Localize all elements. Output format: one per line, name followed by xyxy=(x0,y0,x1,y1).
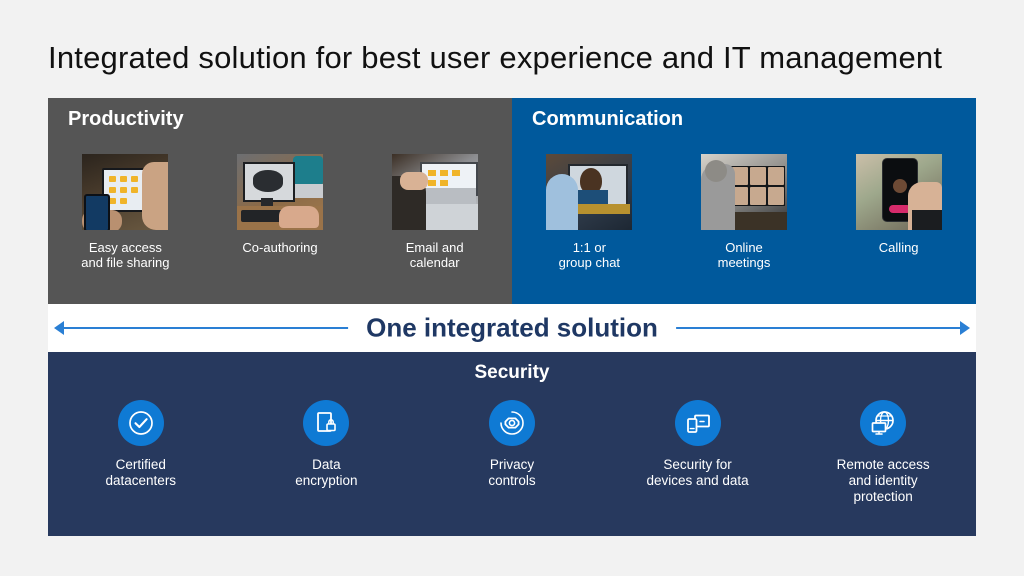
integration-label: One integrated solution xyxy=(348,312,676,344)
security-item-label: Security for devices and data xyxy=(646,457,749,488)
productivity-item-easy-access[interactable]: Easy access and file sharing xyxy=(48,154,203,270)
globe-monitor-icon xyxy=(860,400,907,446)
communication-heading: Communication xyxy=(532,108,684,130)
online-meeting-grid-photo xyxy=(701,154,787,230)
productivity-panel: Productivity Easy access and file sharin… xyxy=(48,98,512,304)
security-item-certified-datacenters[interactable]: Certified datacenters xyxy=(48,400,234,505)
productivity-items: Easy access and file sharing Co-authorin… xyxy=(48,154,512,270)
productivity-item-label: Email and calendar xyxy=(405,240,464,270)
phone-call-photo xyxy=(855,154,942,230)
security-item-label: Data encryption xyxy=(295,457,358,488)
productivity-heading: Productivity xyxy=(68,108,184,130)
tablet-and-phone-photo xyxy=(82,154,169,230)
communication-item-calling[interactable]: Calling xyxy=(821,154,976,270)
top-band: Productivity Easy access and file sharin… xyxy=(48,98,976,304)
communication-item-group-chat[interactable]: 1:1 or group chat xyxy=(512,154,667,270)
productivity-item-co-authoring[interactable]: Co-authoring xyxy=(203,154,358,270)
integration-band: One integrated solution xyxy=(48,304,976,352)
communication-item-online-meetings[interactable]: Online meetings xyxy=(667,154,822,270)
document-lock-icon xyxy=(303,400,350,446)
communication-item-label: Online meetings xyxy=(717,240,771,270)
security-item-data-encryption[interactable]: Data encryption xyxy=(234,400,420,505)
security-item-label: Remote access and identity protection xyxy=(836,457,930,504)
arrow-right-icon xyxy=(960,321,970,335)
video-call-laptop-photo xyxy=(546,154,633,230)
page-title: Integrated solution for best user experi… xyxy=(48,40,943,75)
productivity-item-label: Co-authoring xyxy=(242,240,318,255)
security-item-devices-and-data[interactable]: Security for devices and data xyxy=(605,400,791,505)
privacy-gear-icon xyxy=(488,400,535,446)
devices-icon xyxy=(674,400,721,446)
productivity-item-email-calendar[interactable]: Email and calendar xyxy=(357,154,512,270)
communication-item-label: 1:1 or group chat xyxy=(558,240,621,270)
communication-panel: Communication 1:1 or group chat xyxy=(512,98,976,304)
security-item-label: Privacy controls xyxy=(488,457,536,488)
security-panel: Security Certified datacenters Data encr… xyxy=(48,352,976,536)
check-circle-icon xyxy=(117,400,164,446)
productivity-item-label: Easy access and file sharing xyxy=(81,240,170,270)
laptop-email-photo xyxy=(391,154,478,230)
communication-items: 1:1 or group chat Online meetings Callin… xyxy=(512,154,976,270)
security-items: Certified datacenters Data encryption xyxy=(48,400,976,505)
security-item-privacy-controls[interactable]: Privacy controls xyxy=(419,400,605,505)
communication-item-label: Calling xyxy=(878,240,919,255)
security-item-label: Certified datacenters xyxy=(105,457,177,488)
security-heading: Security xyxy=(474,362,550,383)
arrow-left-icon xyxy=(54,321,64,335)
desk-monitor-keyboard-photo xyxy=(237,154,323,230)
security-item-remote-access[interactable]: Remote access and identity protection xyxy=(790,400,976,505)
